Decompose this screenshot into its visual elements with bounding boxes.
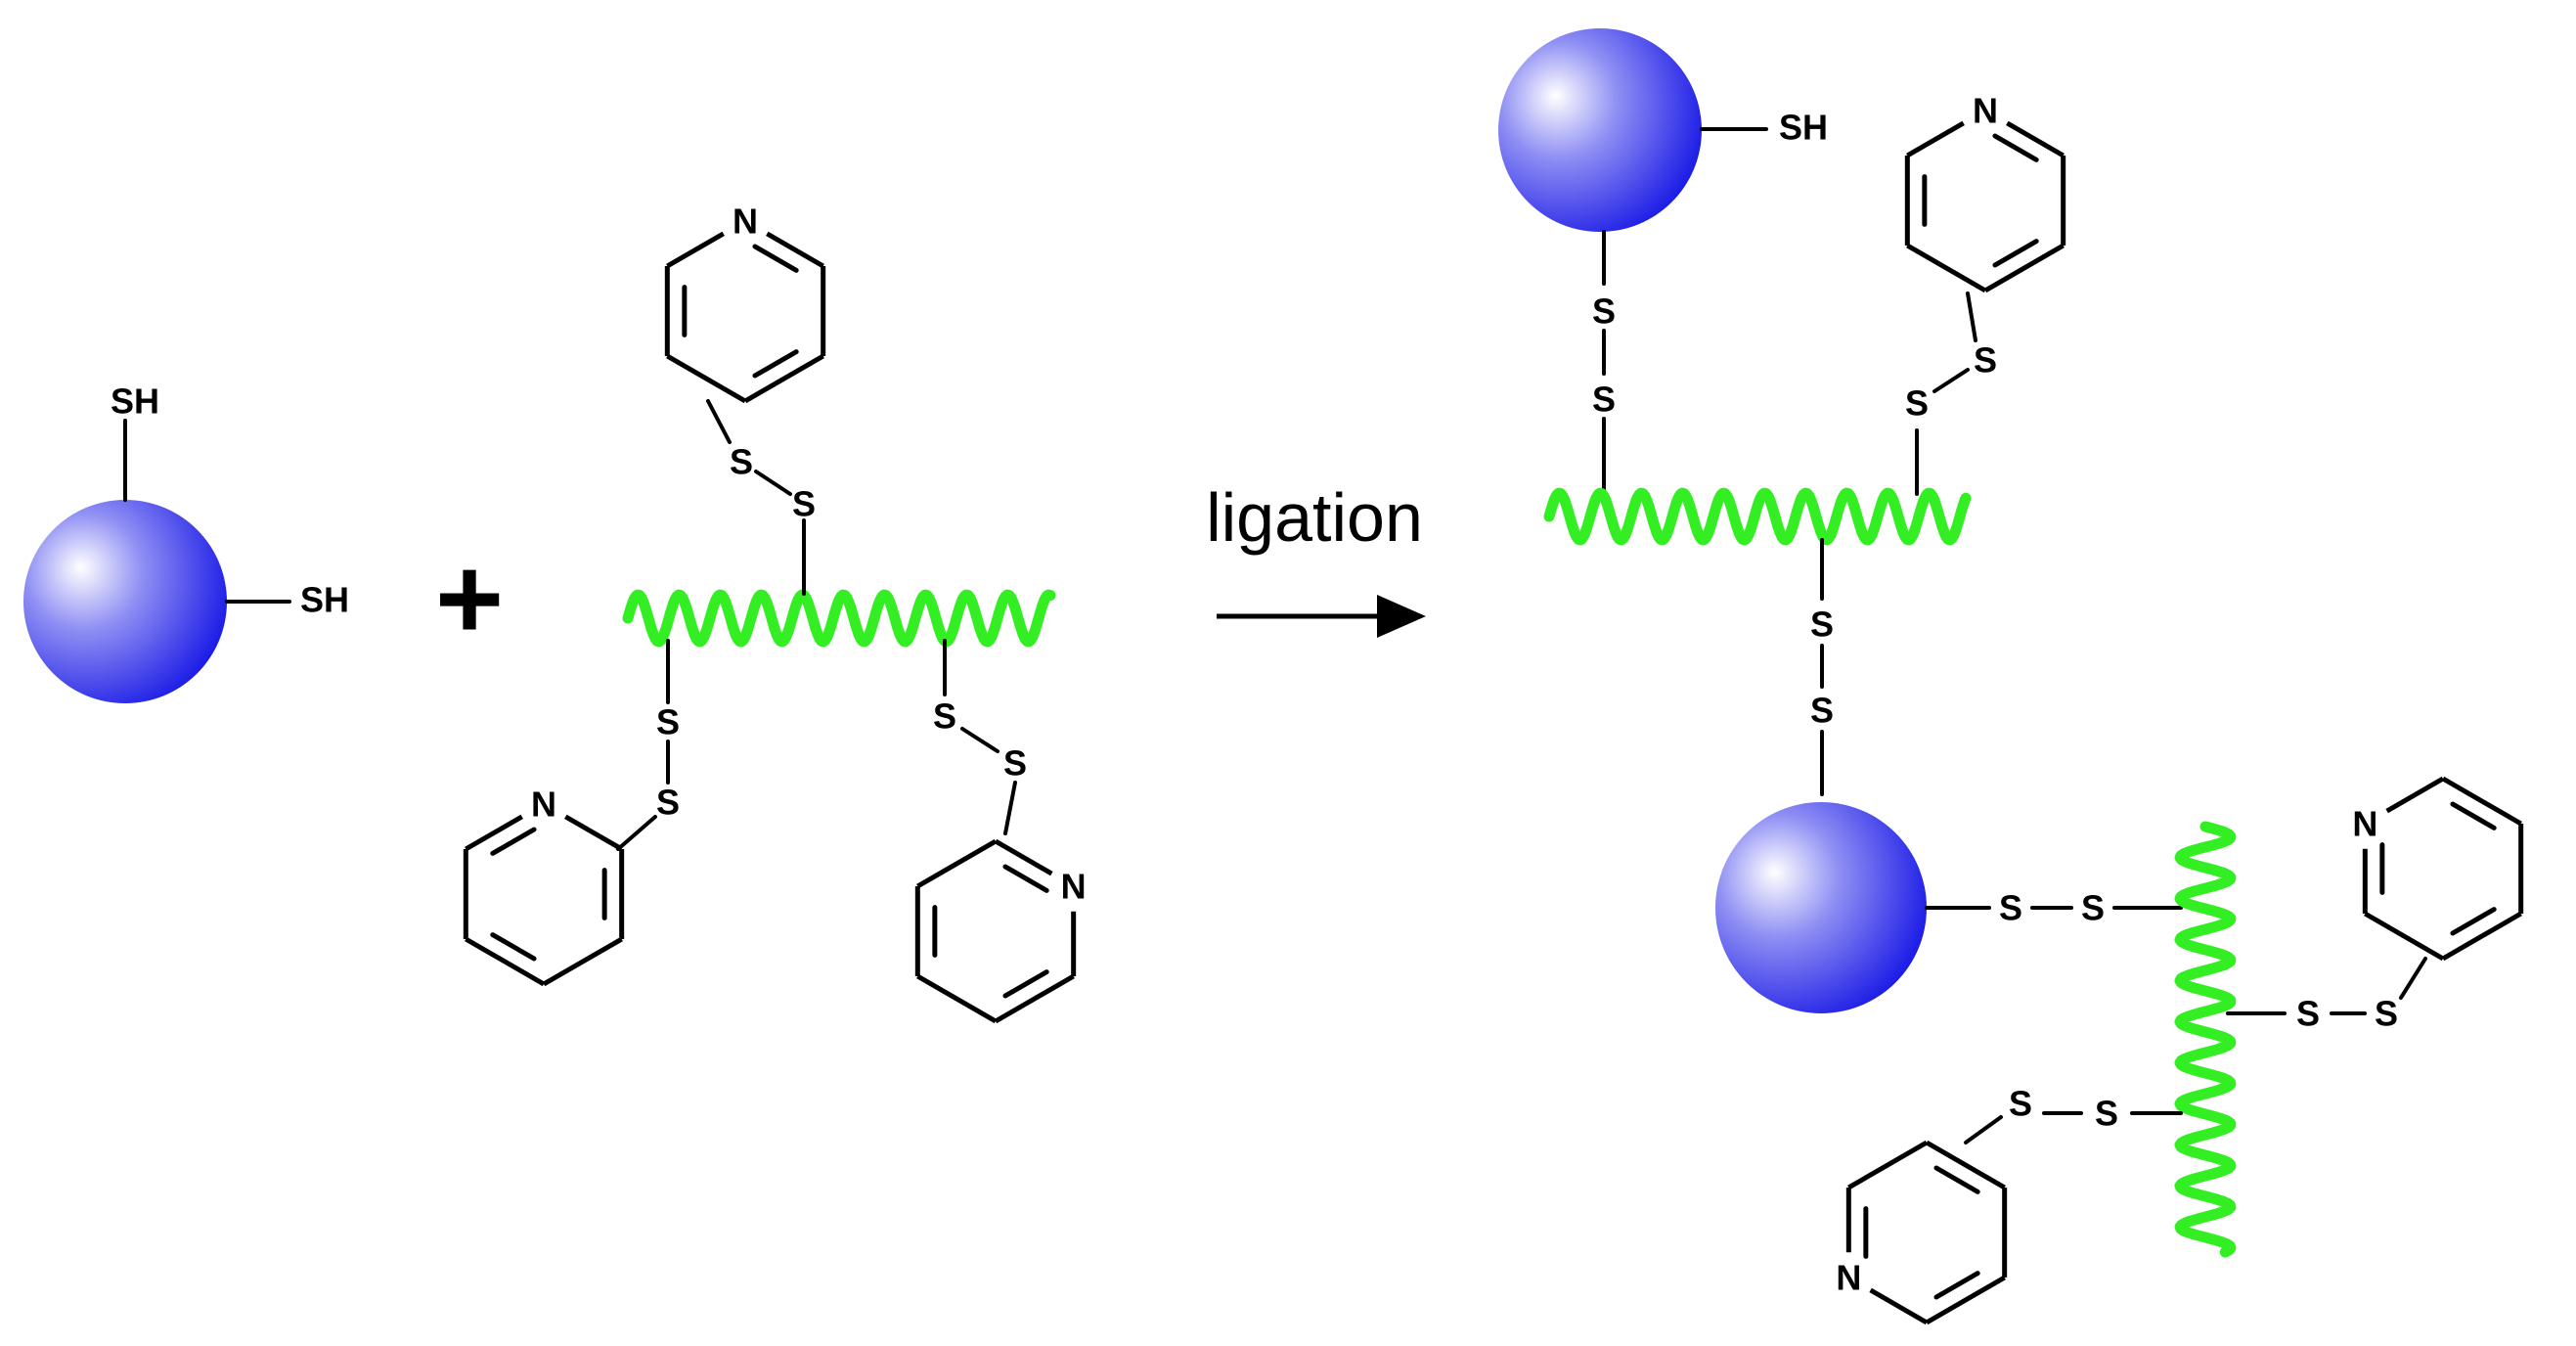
ring-double-bond (1992, 133, 2039, 162)
ring-double-bond (752, 244, 799, 273)
ring-bond (1906, 243, 1987, 293)
ring-bond (465, 936, 546, 987)
ring-bond (916, 973, 998, 1024)
sulfur-label: S (2009, 1084, 2032, 1124)
sulfur-label: S (2081, 888, 2105, 928)
ring-double-bond (1933, 1165, 1980, 1194)
pyridine-ring-icon: N (664, 202, 826, 404)
ring-bond (666, 353, 747, 404)
particle-sphere-icon (23, 500, 227, 703)
sulfur-label: S (2296, 994, 2320, 1034)
bond-line (706, 399, 732, 444)
pyridine-ring-icon: N (914, 838, 1087, 1024)
ring-bond (2364, 911, 2445, 962)
polymer-chain-icon (622, 589, 1056, 648)
pyridine-ring-icon: N (463, 785, 625, 987)
ring-bond (564, 814, 623, 852)
arrow-head-icon (1377, 595, 1426, 638)
bond-line (1966, 292, 1977, 342)
ring-bond (994, 973, 1075, 1024)
ring-double-bond (1992, 239, 2039, 268)
ring-bond (1925, 1140, 2006, 1190)
sulfur-label: S (656, 702, 680, 742)
sulfur-label: S (730, 442, 753, 482)
sulfur-label: S (1810, 605, 1834, 645)
ring-bond (2006, 120, 2065, 158)
ring-bond (666, 231, 725, 269)
nitrogen-atom-label: N (2352, 804, 2377, 844)
ligated-product: SH S S S S N S S S S S S N S S N (1498, 28, 2524, 1325)
sulfur-label: S (1003, 743, 1027, 784)
sulfur-label: S (2375, 994, 2398, 1034)
sulfur-label: S (1974, 340, 1997, 381)
nitrogen-atom-label: N (1061, 867, 1087, 907)
sulfur-label: S (1905, 383, 1929, 424)
bond-line (1003, 781, 1017, 835)
sulfur-label: S (933, 696, 956, 737)
thiol-label-top: SH (111, 381, 159, 422)
ring-double-bond (1002, 864, 1049, 893)
ring-bond (542, 936, 623, 987)
pyridine-ring-icon: N (2352, 776, 2524, 962)
bond-line (1964, 1115, 2003, 1144)
ring-bond (2385, 776, 2445, 814)
thiol-label: SH (1779, 108, 1828, 148)
sulfur-label: S (792, 484, 816, 524)
ring-double-bond (2450, 907, 2497, 936)
thiol-particle: SH SH (23, 381, 349, 703)
ring-double-bond (2450, 801, 2497, 830)
ring-double-bond (1002, 969, 1049, 999)
plus-sign: + (435, 533, 504, 664)
particle-sphere-icon (1715, 802, 1927, 1013)
ring-bond (1925, 1275, 2006, 1325)
nitrogen-atom-label: N (1836, 1258, 1861, 1298)
ring-bond (465, 814, 523, 852)
polymer-chain-icon (2174, 821, 2237, 1258)
sulfur-label: S (656, 783, 680, 823)
bond-line (754, 470, 792, 496)
ring-double-bond (490, 827, 537, 856)
sulfur-label: S (1592, 292, 1616, 332)
particle-sphere-icon (1498, 28, 1702, 232)
reaction-label: ligation (1206, 479, 1423, 556)
bond-line (1932, 368, 1970, 393)
bond-line (960, 727, 999, 753)
ring-bond (1983, 243, 2065, 293)
ring-double-bond (752, 349, 799, 379)
sulfur-label: S (1810, 691, 1834, 731)
nitrogen-atom-label: N (531, 785, 556, 825)
thiol-label-right: SH (300, 580, 349, 620)
ring-bond (2441, 776, 2522, 827)
ring-bond (1906, 120, 1965, 158)
nitrogen-atom-label: N (1973, 91, 1998, 131)
nitrogen-atom-label: N (733, 202, 758, 242)
ring-bond (1847, 1140, 1929, 1190)
polymer-chain-icon (1543, 487, 1972, 546)
pyridine-ring-icon: N (1904, 91, 2066, 293)
ring-double-bond (490, 932, 537, 962)
ring-bond (766, 231, 824, 269)
reaction-arrow: ligation (1206, 479, 1426, 638)
sulfur-label: S (2095, 1094, 2118, 1134)
sulfur-label: S (1592, 380, 1616, 420)
ring-bond (1869, 1287, 1929, 1325)
sulfur-label: S (1999, 888, 2022, 928)
ring-double-bond (1933, 1271, 1980, 1300)
ring-bond (2441, 911, 2522, 962)
ring-bond (743, 353, 824, 404)
pyridine-ring-icon: N (1836, 1140, 2008, 1325)
bond-line (2399, 957, 2427, 1000)
bond-line (616, 815, 657, 851)
ring-bond (916, 838, 998, 889)
ring-bond (994, 838, 1053, 876)
